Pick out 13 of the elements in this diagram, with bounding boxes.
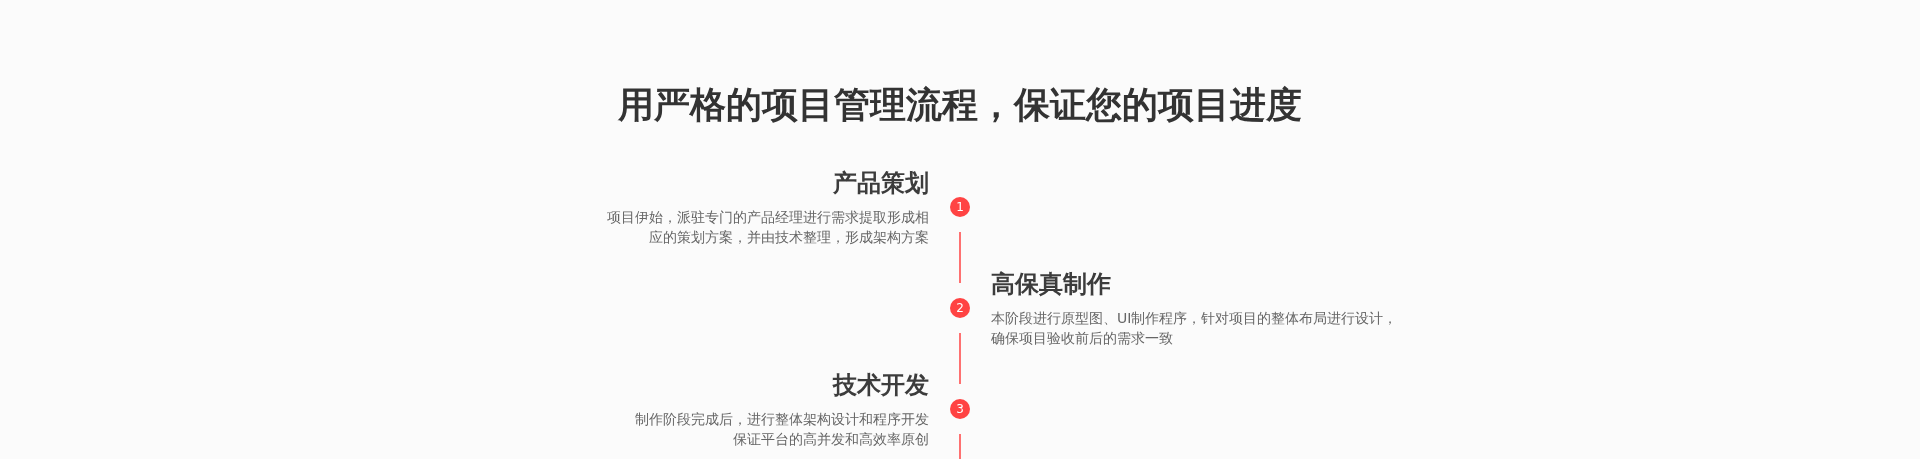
step-description: 本阶段进行原型图、UI制作程序，针对项目的整体布局进行设计，确保项目验收前后的需求一致 bbox=[991, 309, 1399, 348]
step-number-circle: 1 bbox=[950, 197, 970, 217]
step-heading: 技术开发 bbox=[833, 371, 929, 399]
step-heading: 高保真制作 bbox=[991, 270, 1111, 298]
timeline-line bbox=[959, 433, 961, 459]
step-number-circle: 2 bbox=[950, 298, 970, 318]
timeline-line bbox=[959, 231, 961, 284]
step-description: 项目伊始，派驻专门的产品经理进行需求提取形成相应的策划方案，并由技术整理，形成架构方案 bbox=[606, 208, 929, 247]
page-title: 用严格的项目管理流程，保证您的项目进度 bbox=[618, 84, 1302, 126]
timeline-line bbox=[959, 332, 961, 385]
step-number-circle: 3 bbox=[950, 399, 970, 419]
step-description: 制作阶段完成后，进行整体架构设计和程序开发保证平台的高并发和高效率原创 bbox=[634, 410, 929, 449]
step-heading: 产品策划 bbox=[833, 169, 929, 197]
